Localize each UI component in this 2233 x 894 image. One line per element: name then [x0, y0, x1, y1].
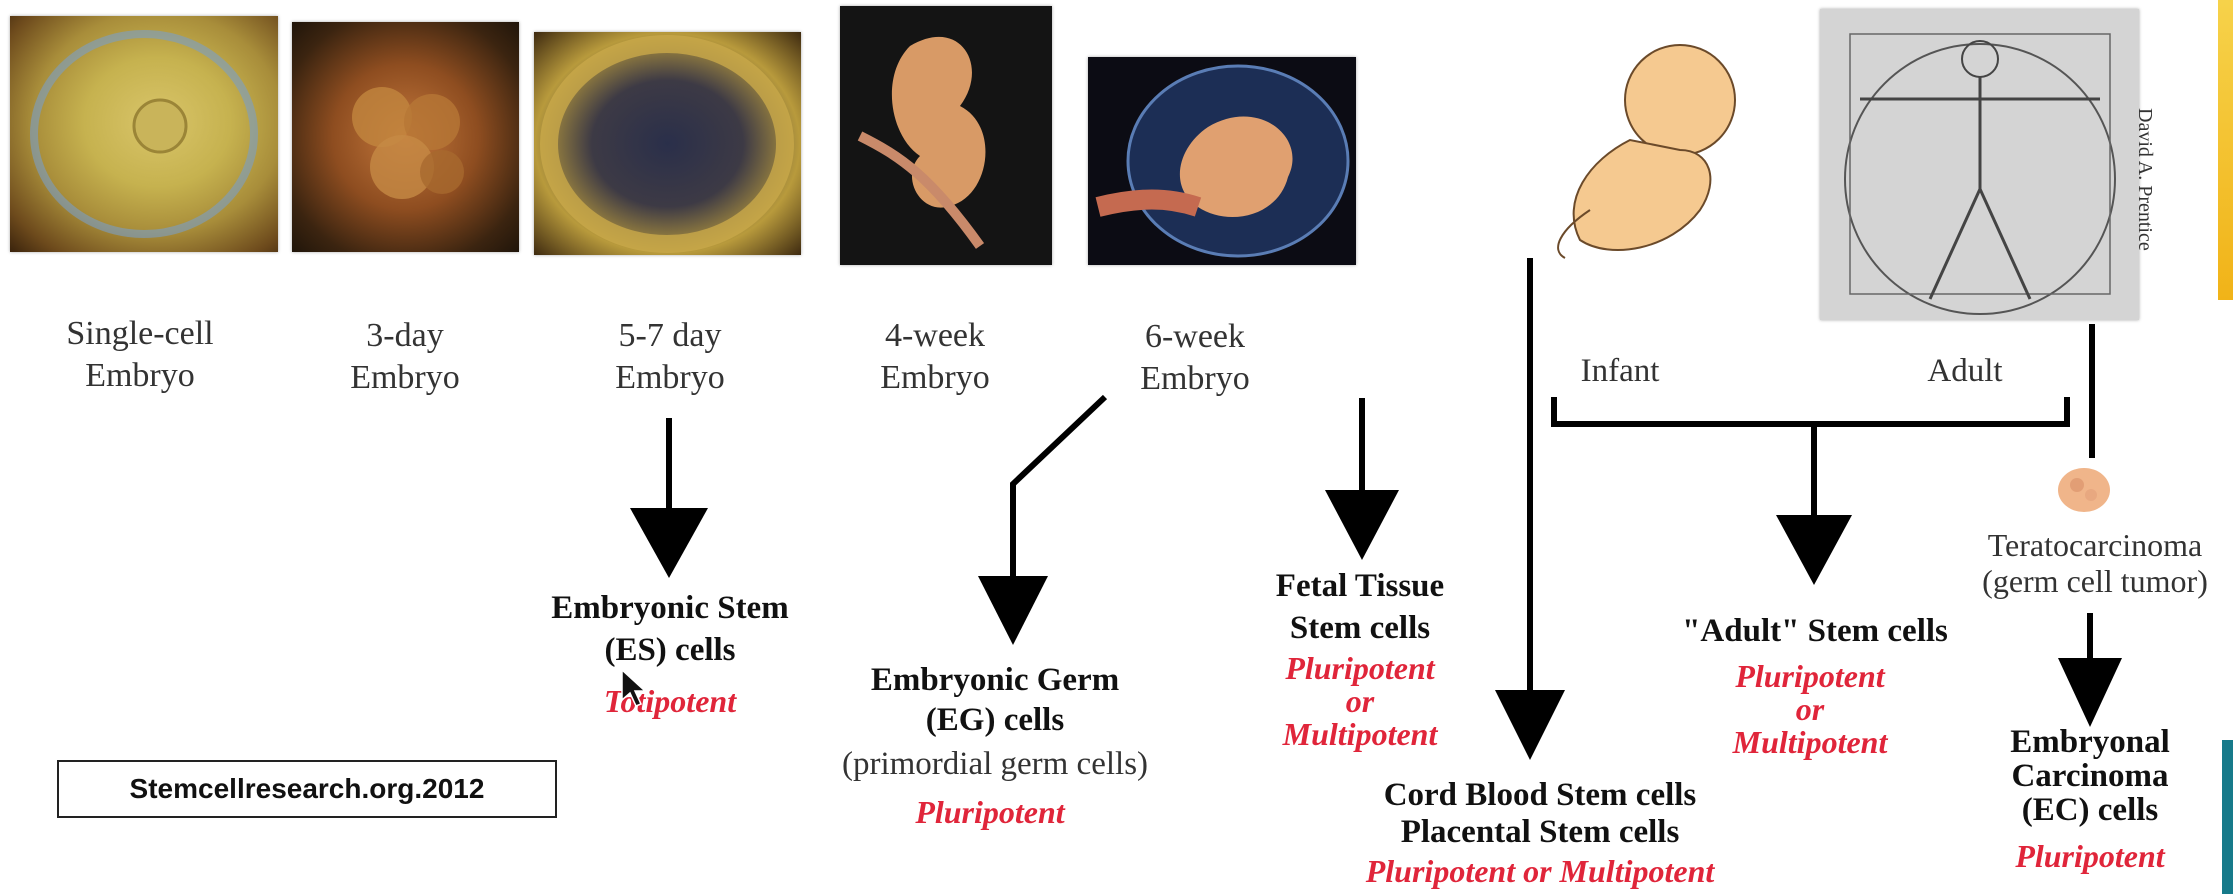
es-cells-title: Embryonic Stem (ES) cells — [500, 587, 840, 671]
arrow-ec-head — [2058, 658, 2122, 727]
credit-text: Stemcellresearch.org.2012 — [130, 773, 485, 805]
ec-cells-title: Embryonal Carcinoma (EC) cells — [1970, 725, 2210, 827]
arrow-fetal-head — [1325, 490, 1399, 560]
edge-teal-decoration — [2222, 740, 2233, 894]
teratocarcinoma-label: Teratocarcinoma (germ cell tumor) — [1950, 527, 2233, 599]
arrow-eg-head — [978, 576, 1048, 645]
edge-accent-decoration — [2218, 0, 2233, 300]
credit-box: Stemcellresearch.org.2012 — [57, 760, 557, 818]
es-cells-potency: Totipotent — [520, 685, 820, 718]
arrow-es-head — [630, 508, 708, 578]
arrow-eg-shaft — [1013, 397, 1105, 578]
eg-cells-potency: Pluripotent — [840, 796, 1140, 829]
fetal-stem-cells-title: Fetal Tissue Stem cells — [1230, 565, 1490, 649]
cord-blood-stem-cells-potency: Pluripotent or Multipotent — [1300, 855, 1780, 888]
arrow-cord-head — [1495, 690, 1565, 760]
eg-cells-subtitle: (primordial germ cells) — [810, 745, 1180, 783]
mouse-cursor-icon — [620, 668, 648, 708]
adult-stem-cells-potency: Pluripotent or Multipotent — [1680, 660, 1940, 759]
ec-cells-potency: Pluripotent — [1970, 840, 2210, 873]
cord-blood-stem-cells-title: Cord Blood Stem cells Placental Stem cel… — [1330, 777, 1750, 851]
arrow-adult-head — [1776, 515, 1852, 585]
adult-stem-cells-title: "Adult" Stem cells — [1640, 610, 1990, 652]
adult-bracket — [1554, 397, 2067, 424]
eg-cells-title: Embryonic Germ (EG) cells — [830, 660, 1160, 740]
fetal-stem-cells-potency: Pluripotent or Multipotent — [1230, 652, 1490, 751]
